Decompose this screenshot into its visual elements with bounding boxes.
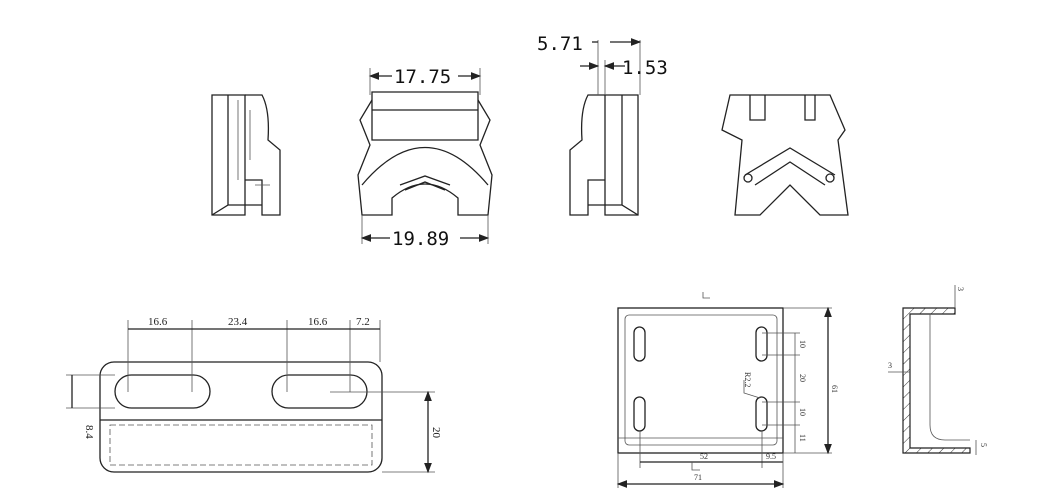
dim-slot-lower: 10	[798, 408, 807, 416]
dim-1-53: 1.53	[622, 57, 668, 79]
rear-view-clip	[721, 94, 849, 216]
dim-16-6-a: 16.6	[148, 316, 168, 328]
dim-height: 61	[830, 385, 839, 393]
dim-71: 71	[694, 473, 702, 482]
dim-20: 20	[430, 427, 442, 439]
side-view-left	[211, 94, 281, 216]
dim-17-75: 17.75	[394, 66, 451, 88]
dim-wall-3: 3	[888, 361, 892, 370]
front-view-clip: 17.75 19.89	[357, 64, 493, 250]
dim-16-6-b: 16.6	[308, 316, 328, 328]
dim-19-89: 19.89	[392, 228, 449, 250]
dim-23-4: 23.4	[228, 316, 248, 328]
dim-5-71: 5.71	[537, 33, 583, 55]
side-view-right: 5.71 1.53	[537, 33, 668, 216]
dim-52: 52	[700, 452, 708, 461]
dim-gap: 20	[798, 374, 807, 382]
dim-top-3: 3	[956, 287, 965, 291]
plate-view: 10 20 10 11 61 R2.2 52 9.5 71	[616, 292, 839, 488]
dim-slot-upper: 10	[798, 340, 807, 348]
bracket-front-view: 16.6 23.4 16.6 7.2 8.4 20	[66, 316, 442, 474]
dim-bottom-5: 5	[979, 443, 988, 447]
radius-label: R2.2	[743, 372, 752, 387]
dim-bottom: 11	[798, 434, 807, 442]
dim-9-5: 9.5	[766, 452, 776, 461]
dim-7-2: 7.2	[356, 316, 370, 328]
dim-8-4: 8.4	[83, 425, 95, 439]
section-view: 3 3 5	[888, 285, 988, 455]
